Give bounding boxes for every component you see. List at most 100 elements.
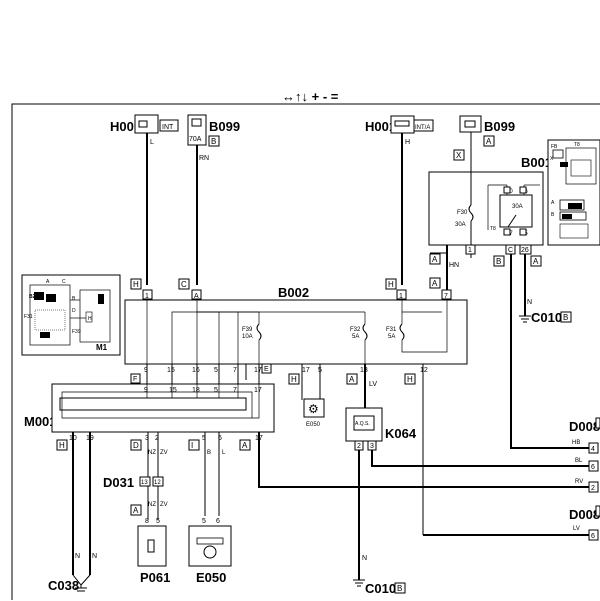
b001-box: B001 F30 30A 30 86 30A 87 85 T8 1 C 26 <box>428 155 552 255</box>
svg-text:H: H <box>59 441 65 450</box>
svg-text:H001: H001 <box>365 119 396 134</box>
svg-text:C038: C038 <box>48 578 79 593</box>
svg-text:6: 6 <box>218 435 222 442</box>
svg-text:HB: HB <box>572 440 580 446</box>
svg-text:17: 17 <box>254 367 262 374</box>
svg-text:N: N <box>527 299 532 306</box>
d008-top-connector: D008 4 6 2 <box>569 417 600 493</box>
svg-text:H: H <box>405 139 410 146</box>
svg-text:2: 2 <box>155 435 159 442</box>
svg-text:RN: RN <box>199 155 209 162</box>
svg-text:B: B <box>551 212 555 218</box>
svg-text:6: 6 <box>216 518 220 525</box>
svg-text:5: 5 <box>214 367 218 374</box>
svg-text:E: E <box>264 366 269 373</box>
svg-text:C: C <box>62 279 66 285</box>
svg-text:H: H <box>388 280 394 289</box>
svg-text:C: C <box>181 280 187 289</box>
svg-text:D: D <box>72 308 76 314</box>
svg-text:NZ: NZ <box>148 450 156 456</box>
svg-text:LV: LV <box>369 381 377 388</box>
svg-text:70A: 70A <box>189 136 202 143</box>
svg-text:5: 5 <box>202 518 206 525</box>
svg-text:B099: B099 <box>209 119 240 134</box>
svg-text:C010: C010 <box>365 581 396 596</box>
svg-text:NZ: NZ <box>148 502 156 508</box>
svg-text:F39: F39 <box>72 329 81 335</box>
svg-text:L: L <box>150 139 154 146</box>
m001-box: M001 9 15 18 5 7 17 10 19 3 2 5 6 17 <box>24 383 275 442</box>
svg-text:F30: F30 <box>457 210 468 216</box>
svg-text:5: 5 <box>202 435 206 442</box>
svg-text:M1: M1 <box>96 343 108 352</box>
svg-text:H: H <box>407 375 413 384</box>
svg-text:A: A <box>432 255 438 264</box>
svg-text:17: 17 <box>254 387 262 394</box>
svg-text:C010: C010 <box>531 310 562 325</box>
svg-text:FB: FB <box>551 144 558 150</box>
svg-text:M001: M001 <box>24 414 57 429</box>
svg-text:H001: H001 <box>110 119 141 134</box>
svg-text:B099: B099 <box>484 119 515 134</box>
svg-text:B: B <box>211 137 216 146</box>
svg-text:D008: D008 <box>569 507 600 522</box>
svg-text:P061: P061 <box>140 570 170 585</box>
svg-text:B: B <box>496 257 501 266</box>
svg-text:A: A <box>242 441 248 450</box>
c038-ground: C038 <box>48 578 87 593</box>
svg-text:B: B <box>72 296 76 302</box>
svg-text:F31: F31 <box>386 327 397 333</box>
svg-text:9: 9 <box>144 367 148 374</box>
h001-right-switch: H001 INT/A <box>365 115 434 134</box>
d008-bottom-connector: D008 6 <box>569 505 600 541</box>
b099-right-fuse: B099 A <box>459 115 515 147</box>
svg-text:A: A <box>432 279 438 288</box>
svg-text:INT: INT <box>162 124 174 131</box>
svg-text:7: 7 <box>444 293 448 300</box>
svg-text:A: A <box>551 200 555 206</box>
svg-text:H: H <box>88 316 92 322</box>
svg-text:A: A <box>533 257 539 266</box>
svg-text:B001: B001 <box>521 155 552 170</box>
svg-text:13: 13 <box>360 367 368 374</box>
svg-text:10A: 10A <box>242 334 253 340</box>
c010-right-ground: C010 B <box>519 310 572 325</box>
svg-text:B: B <box>207 450 211 456</box>
svg-text:D008: D008 <box>569 419 600 434</box>
svg-text:F31: F31 <box>24 314 33 320</box>
svg-text:B2: B2 <box>29 294 36 300</box>
svg-text:A.Q.S.: A.Q.S. <box>355 421 370 427</box>
svg-text:LV: LV <box>573 526 580 532</box>
svg-text:ZV: ZV <box>160 450 168 456</box>
svg-text:⚙: ⚙ <box>308 402 319 416</box>
svg-text:1: 1 <box>468 247 472 254</box>
svg-text:5A: 5A <box>352 334 359 340</box>
svg-text:3: 3 <box>370 443 374 450</box>
svg-text:E050: E050 <box>196 570 226 585</box>
svg-text:I: I <box>191 441 193 450</box>
svg-text:K064: K064 <box>385 426 417 441</box>
svg-text:15: 15 <box>169 387 177 394</box>
svg-text:1: 1 <box>145 293 149 300</box>
svg-text:2: 2 <box>357 443 361 450</box>
svg-text:A: A <box>486 137 492 146</box>
svg-text:4: 4 <box>591 446 595 453</box>
svg-text:2: 2 <box>591 485 595 492</box>
b002-location-inset: A C B2 F31 F39 D H B M1 <box>21 274 121 356</box>
svg-text:A: A <box>349 375 355 384</box>
diagram-frame <box>11 103 600 600</box>
b099-left-fuse: 70A B099 B <box>187 114 240 147</box>
svg-text:1: 1 <box>399 293 403 300</box>
svg-text:30A: 30A <box>512 204 523 210</box>
svg-text:15: 15 <box>167 367 175 374</box>
svg-text:30A: 30A <box>455 222 466 228</box>
svg-text:7: 7 <box>233 367 237 374</box>
svg-text:16: 16 <box>192 367 200 374</box>
svg-text:9: 9 <box>144 387 148 394</box>
h001-left-switch: H001 INT <box>110 114 179 134</box>
toolbar-symbols[interactable]: ↔↑↓ + - = <box>282 89 339 104</box>
svg-text:12: 12 <box>420 367 428 374</box>
svg-text:8: 8 <box>145 518 149 525</box>
svg-text:D031: D031 <box>103 475 134 490</box>
svg-text:5: 5 <box>156 518 160 525</box>
